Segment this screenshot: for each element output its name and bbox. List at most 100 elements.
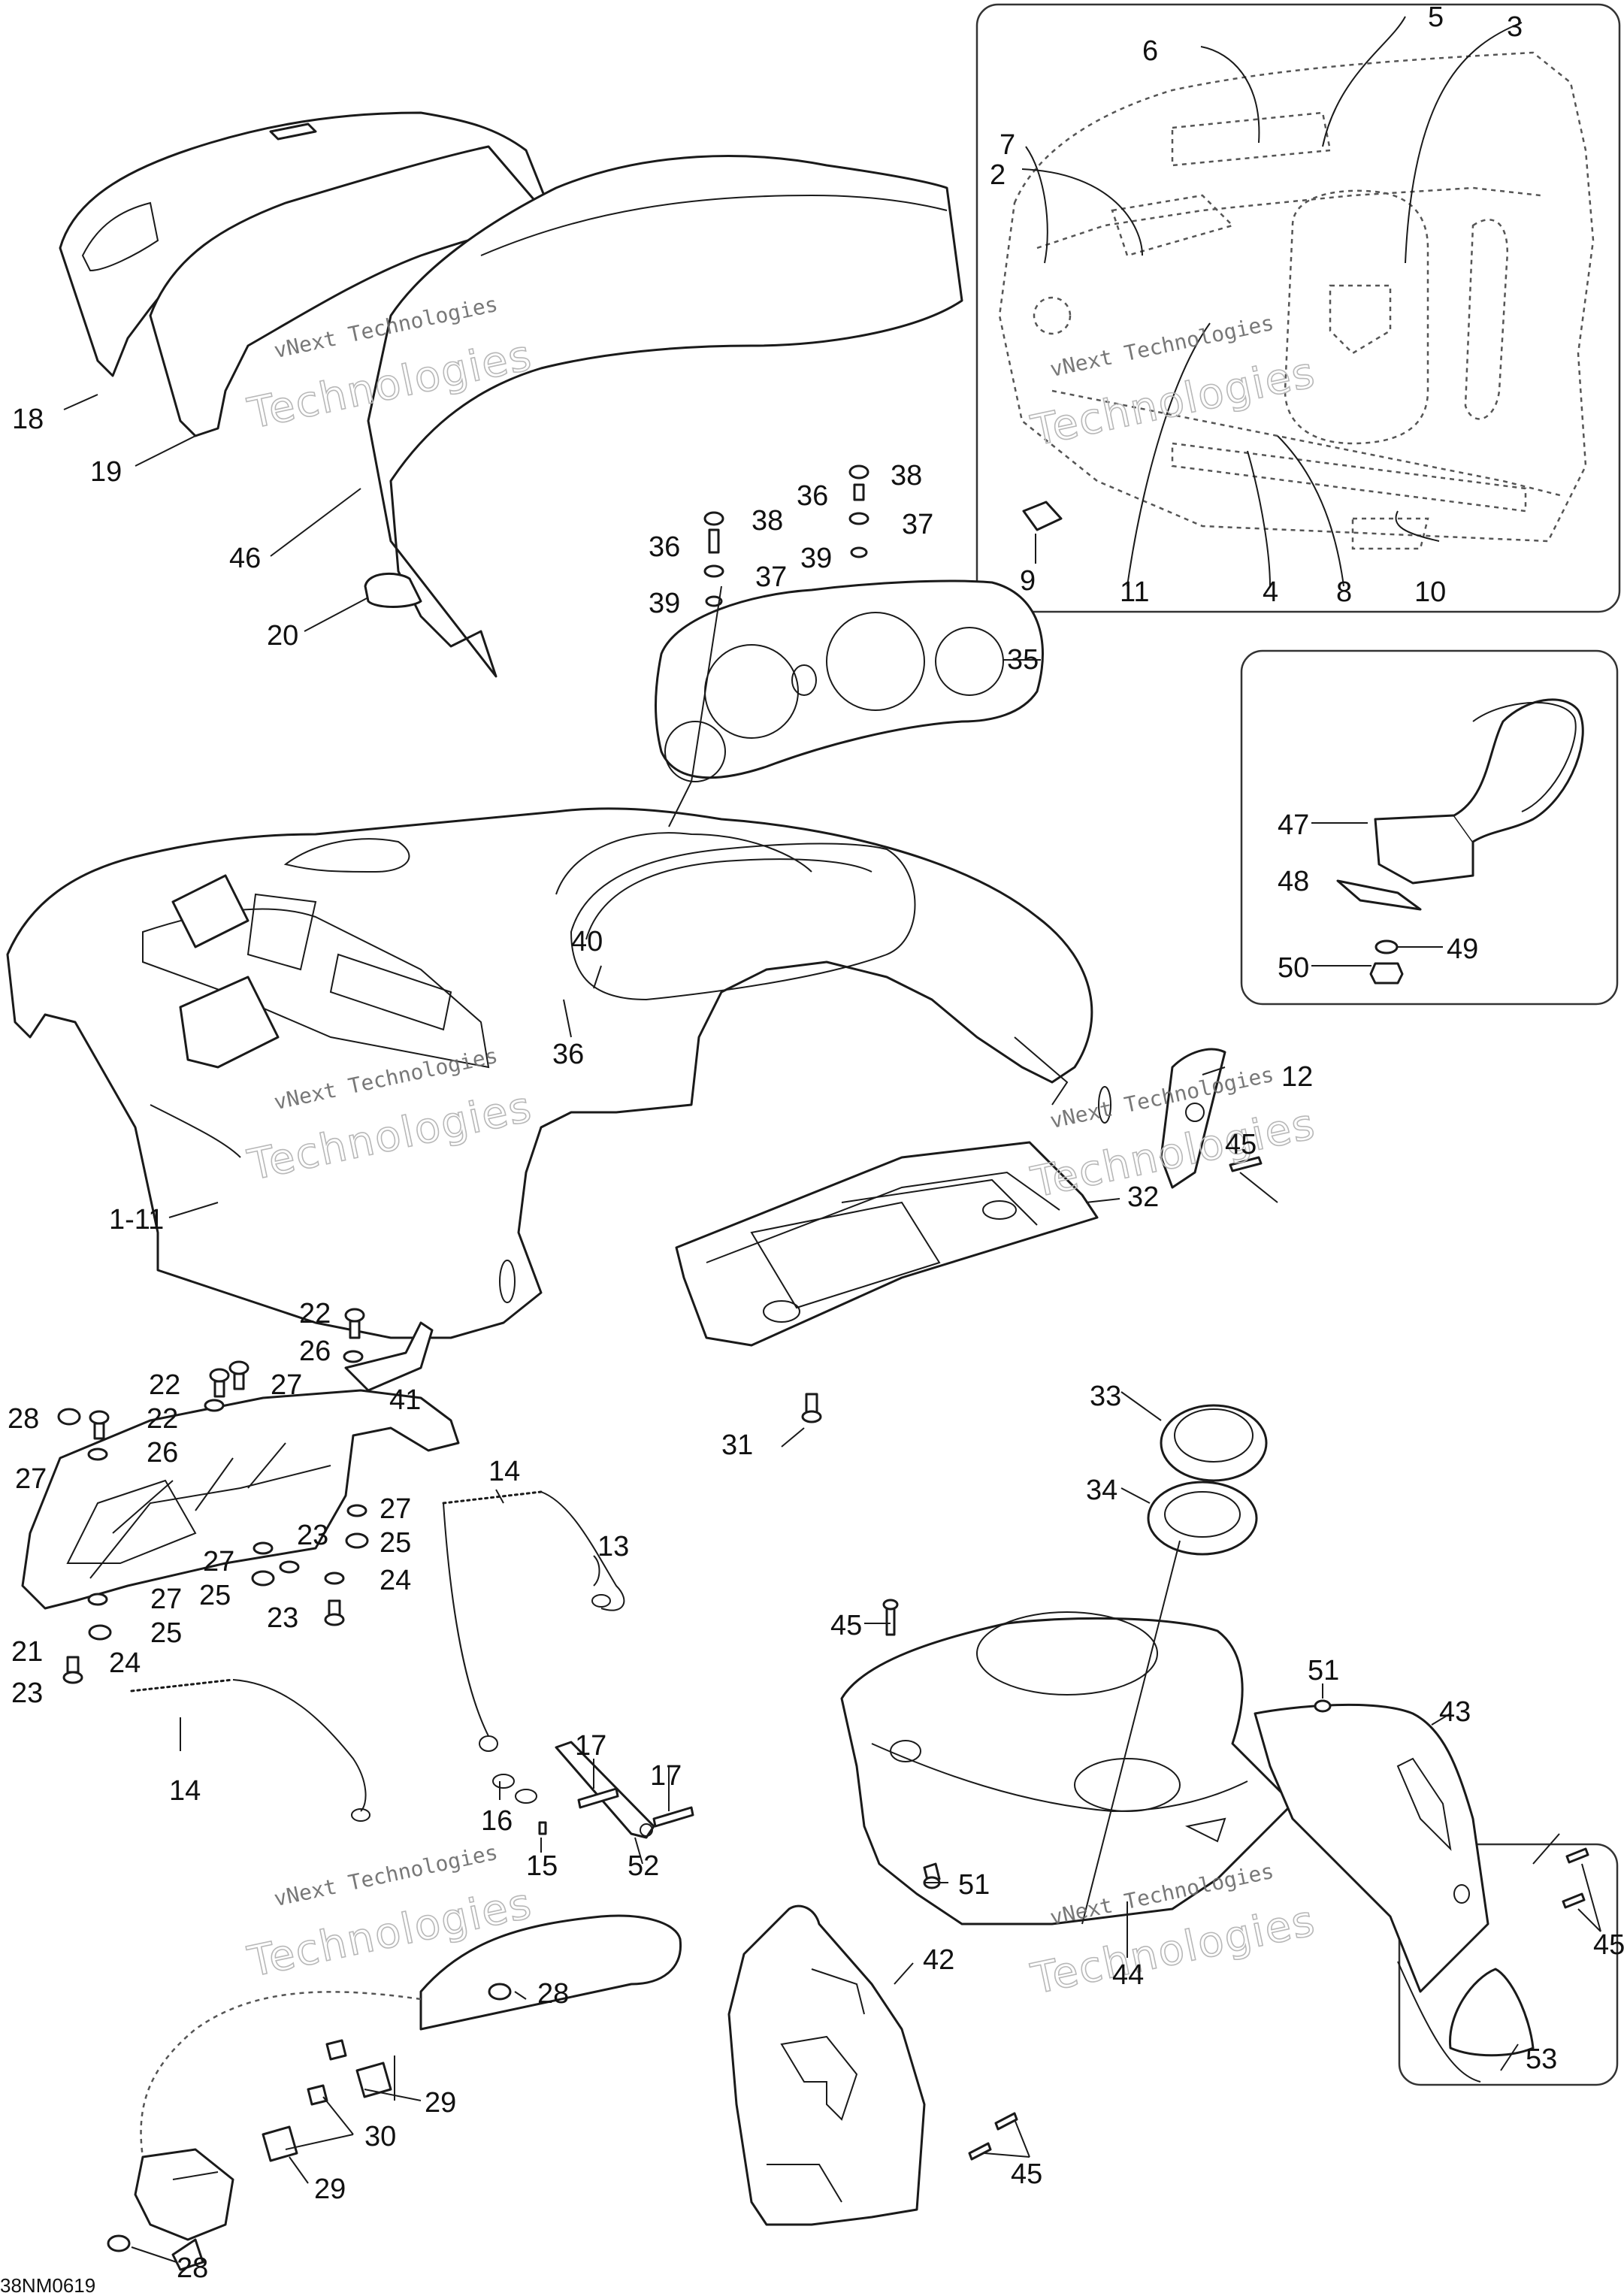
callout-25: 25: [199, 1580, 231, 1611]
lever-52: [555, 1741, 655, 1839]
hood-body-1-11: [6, 807, 1111, 1339]
callout-25: 25: [150, 1617, 182, 1649]
clip-part-9: [1022, 501, 1063, 531]
fastener-stack-left: [703, 511, 724, 607]
callout-38: 38: [752, 505, 783, 537]
callout-27: 27: [150, 1584, 182, 1615]
callout-23: 23: [267, 1602, 298, 1634]
callout-41: 41: [389, 1384, 421, 1416]
callout-18: 18: [12, 404, 44, 435]
callout-22: 22: [147, 1403, 178, 1435]
callout-14: 14: [169, 1775, 201, 1807]
spring-cable-13-14: [442, 1490, 625, 1752]
callout-16: 16: [481, 1805, 513, 1837]
callout-9: 9: [1020, 565, 1036, 597]
callout-37: 37: [755, 561, 787, 593]
callout-34: 34: [1086, 1475, 1117, 1506]
callout-36: 36: [797, 480, 828, 512]
callout-35: 35: [1007, 644, 1039, 676]
mirror-part-47: [1374, 698, 1584, 885]
bracket-12: [1160, 1048, 1226, 1189]
hood-decal-outline: [998, 51, 1595, 550]
fastener-stack-right: [848, 464, 869, 558]
callout-17: 17: [650, 1760, 682, 1792]
callout-29: 29: [425, 2087, 456, 2119]
callout-47: 47: [1278, 809, 1309, 841]
callout-10: 10: [1414, 576, 1446, 608]
fasteners-rack: [57, 1308, 369, 1684]
callout-32: 32: [1127, 1181, 1159, 1213]
callout-30: 30: [364, 2121, 396, 2152]
callout-40: 40: [571, 926, 603, 957]
callout-23: 23: [297, 1520, 328, 1551]
callout-51: 51: [958, 1869, 990, 1901]
gauge-support-35: [655, 579, 1044, 782]
rivet-17: [577, 1787, 694, 1828]
gasket-33: [1160, 1404, 1268, 1482]
callout-27: 27: [15, 1463, 47, 1495]
callout-22: 22: [299, 1298, 331, 1330]
callout-31: 31: [721, 1429, 753, 1461]
callout-28: 28: [537, 1978, 569, 2010]
callout-19: 19: [90, 456, 122, 488]
callout-39: 39: [800, 543, 832, 574]
clip-20: [364, 572, 422, 608]
rivets-45-51: [882, 1156, 1589, 2161]
callout-29: 29: [314, 2173, 346, 2205]
callout-4: 4: [1263, 576, 1278, 608]
ring-34: [1147, 1481, 1258, 1556]
callout-13: 13: [597, 1531, 629, 1562]
callout-6: 6: [1142, 35, 1158, 67]
callout-27: 27: [203, 1546, 234, 1578]
spring-cable-14-lower: [130, 1678, 370, 1822]
callout-49: 49: [1447, 933, 1478, 965]
tray-32: [675, 1141, 1099, 1347]
callout-33: 33: [1090, 1381, 1121, 1412]
callout-44: 44: [1112, 1959, 1144, 1991]
pin-15-ring-16: [492, 1774, 547, 1835]
callout-45: 45: [1011, 2158, 1042, 2190]
callout-45: 45: [830, 1610, 862, 1641]
callout-36: 36: [552, 1039, 584, 1070]
callout-24: 24: [109, 1647, 141, 1679]
callout-28: 28: [177, 2252, 208, 2284]
callout-27: 27: [380, 1493, 411, 1525]
callout-38: 38: [891, 460, 922, 492]
callout-51: 51: [1308, 1655, 1339, 1686]
drawing-code: 38NM0619: [0, 2274, 95, 2296]
callout-25: 25: [380, 1527, 411, 1559]
callout-3: 3: [1507, 11, 1523, 43]
callout-46: 46: [229, 543, 261, 574]
mirror-pad-48: [1336, 879, 1422, 911]
callout-37: 37: [902, 509, 933, 540]
bumper-assembly: [107, 1914, 682, 2271]
callout-45: 45: [1593, 1929, 1624, 1961]
callout-42: 42: [923, 1944, 954, 1976]
callout-52: 52: [628, 1850, 659, 1882]
callout-2: 2: [990, 159, 1006, 191]
callout-50: 50: [1278, 952, 1309, 984]
callout-48: 48: [1278, 866, 1309, 897]
callout-45: 45: [1225, 1129, 1257, 1160]
callout-24: 24: [380, 1565, 411, 1596]
callout-12: 12: [1281, 1061, 1313, 1093]
callout-43: 43: [1439, 1696, 1471, 1728]
console-44: [840, 1611, 1294, 1925]
callout-1-11: 1-11: [109, 1204, 164, 1236]
side-panel-42: [727, 1904, 926, 2226]
rack-support-21: [21, 1389, 460, 1610]
callout-15: 15: [526, 1850, 558, 1882]
callout-23: 23: [11, 1677, 43, 1709]
decal-inset-panel: [975, 3, 1621, 613]
callout-8: 8: [1336, 576, 1352, 608]
screw-31: [801, 1393, 822, 1423]
washer-nut-49-50: [1369, 939, 1404, 985]
callout-11: 11: [1120, 576, 1149, 608]
leader-lines: [63, 16, 1601, 2263]
callout-53: 53: [1526, 2043, 1557, 2075]
mirror-inset-panel: [1240, 649, 1619, 2086]
callout-28: 28: [8, 1403, 39, 1435]
windshield-46: [367, 155, 963, 678]
callout-21: 21: [11, 1636, 43, 1668]
